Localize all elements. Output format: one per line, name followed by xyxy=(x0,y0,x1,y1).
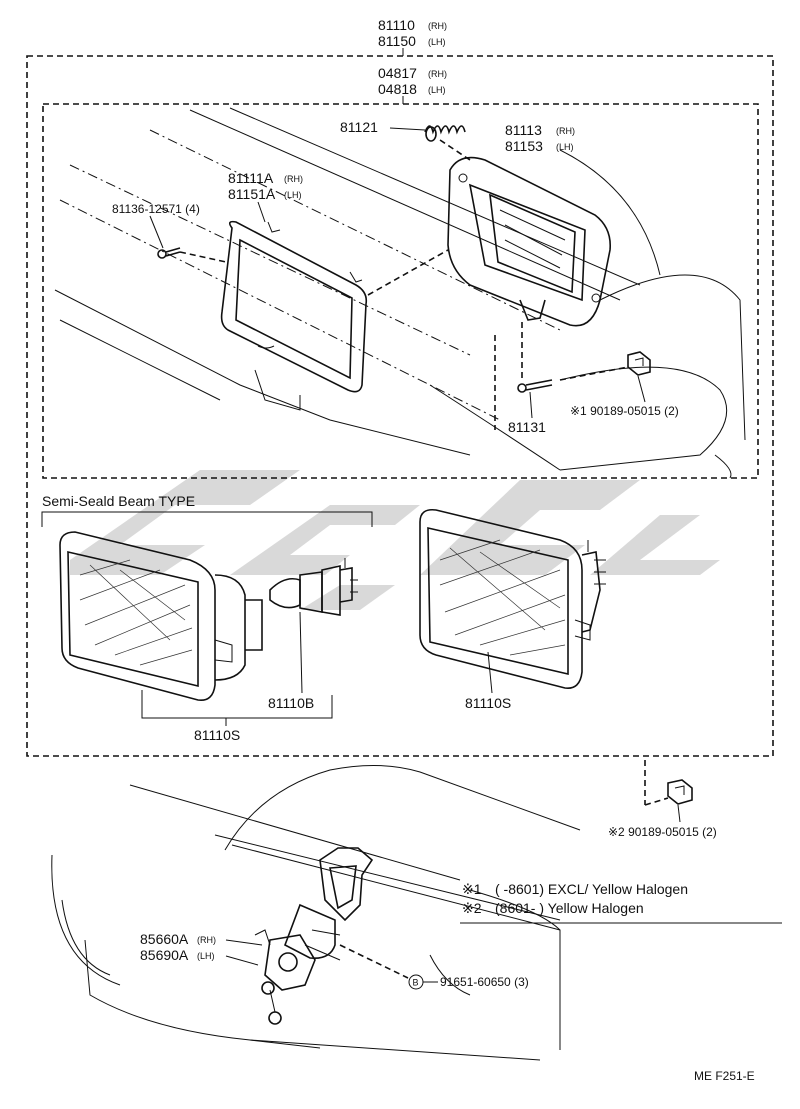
headlamp-housing xyxy=(447,156,612,327)
svg-text:(LH): (LH) xyxy=(197,951,215,961)
svg-text:(LH): (LH) xyxy=(284,190,302,200)
headlamp-retainer xyxy=(220,220,368,393)
assembly-label: 81110 (RH) 81150 (LH) xyxy=(378,17,447,49)
clip-1 xyxy=(627,351,651,376)
svg-text:81121: 81121 xyxy=(340,119,378,135)
footnotes: ※1 ( -8601) EXCL/ Yellow Halogen ※2 (860… xyxy=(460,881,782,924)
semi-sealed-lamp-body xyxy=(59,531,263,702)
svg-text:(LH): (LH) xyxy=(556,142,574,152)
svg-text:81110: 81110 xyxy=(378,17,415,33)
car-body-outline-upper xyxy=(54,107,746,479)
note-1-mark: ※1 xyxy=(462,881,482,897)
svg-text:(RH): (RH) xyxy=(428,21,447,31)
adjusting-spring: 81121 xyxy=(340,119,466,142)
retainer-screw xyxy=(157,247,181,259)
svg-text:(RH): (RH) xyxy=(197,935,216,945)
svg-text:04818: 04818 xyxy=(378,81,417,97)
svg-text:81113: 81113 xyxy=(505,122,542,138)
sealed-beam-left-label: 81110S xyxy=(194,727,240,743)
svg-text:81136-12571 (4): 81136-12571 (4) xyxy=(112,202,200,216)
note-1-text: ( -8601) EXCL/ Yellow Halogen xyxy=(495,881,688,897)
assembly-boundary xyxy=(26,55,774,757)
headlamp-housing-label: 81113 (RH) 81153 (LH) xyxy=(505,122,575,154)
svg-text:(RH): (RH) xyxy=(284,174,303,184)
semi-sealed-bracket xyxy=(41,511,373,527)
svg-text:(LH): (LH) xyxy=(428,37,446,47)
screw-label: 81136-12571 (4) xyxy=(112,202,200,216)
semi-sealed-group-bracket xyxy=(141,690,333,719)
svg-text:81151A: 81151A xyxy=(228,186,276,202)
clip-2-label: ※2 90189-05015 (2) xyxy=(608,825,717,839)
bolt-callout: B 91651-60650 (3) xyxy=(408,974,529,990)
bulb-label: 81110B xyxy=(268,695,314,711)
svg-text:04817: 04817 xyxy=(378,65,417,81)
fog-lamp-label: 85660A (RH) 85690A (LH) xyxy=(140,931,216,963)
headlamp-retainer-label: 81111A (RH) 81151A (LH) xyxy=(228,170,303,202)
svg-text:91651-60650 (3): 91651-60650 (3) xyxy=(440,975,529,989)
svg-text:81153: 81153 xyxy=(505,138,543,154)
note-2-mark: ※2 xyxy=(462,900,482,916)
svg-text:85660A: 85660A xyxy=(140,931,189,947)
svg-text:81111A: 81111A xyxy=(228,170,274,186)
headlamp-unit-label: 04817 (RH) 04818 (LH) xyxy=(378,65,447,97)
svg-text:(RH): (RH) xyxy=(556,126,575,136)
note-2-text: (8601- ) Yellow Halogen xyxy=(495,900,644,916)
diagram-code: ME F251-E xyxy=(694,1069,755,1083)
sealed-beam-right-label: 81110S xyxy=(465,695,511,711)
svg-text:85690A: 85690A xyxy=(140,947,189,963)
halogen-bulb xyxy=(269,558,358,616)
clip-2 xyxy=(667,779,693,805)
fog-lamp-bracket xyxy=(254,847,374,1025)
headlamp-unit-boundary xyxy=(42,103,759,479)
adjusting-screw-label: 81131 xyxy=(508,419,546,435)
svg-text:B: B xyxy=(413,978,419,988)
semi-sealed-beam-title: Semi-Seald Beam TYPE xyxy=(42,493,195,509)
svg-text:81150: 81150 xyxy=(378,33,416,49)
car-body-outline-lower xyxy=(51,765,581,1061)
watermark-logo xyxy=(70,470,720,610)
adjusting-screw xyxy=(517,379,553,393)
svg-text:(RH): (RH) xyxy=(428,69,447,79)
svg-text:(LH): (LH) xyxy=(428,85,446,95)
sealed-beam-lamp xyxy=(419,508,606,689)
clip-1-label: ※1 90189-05015 (2) xyxy=(570,404,679,418)
